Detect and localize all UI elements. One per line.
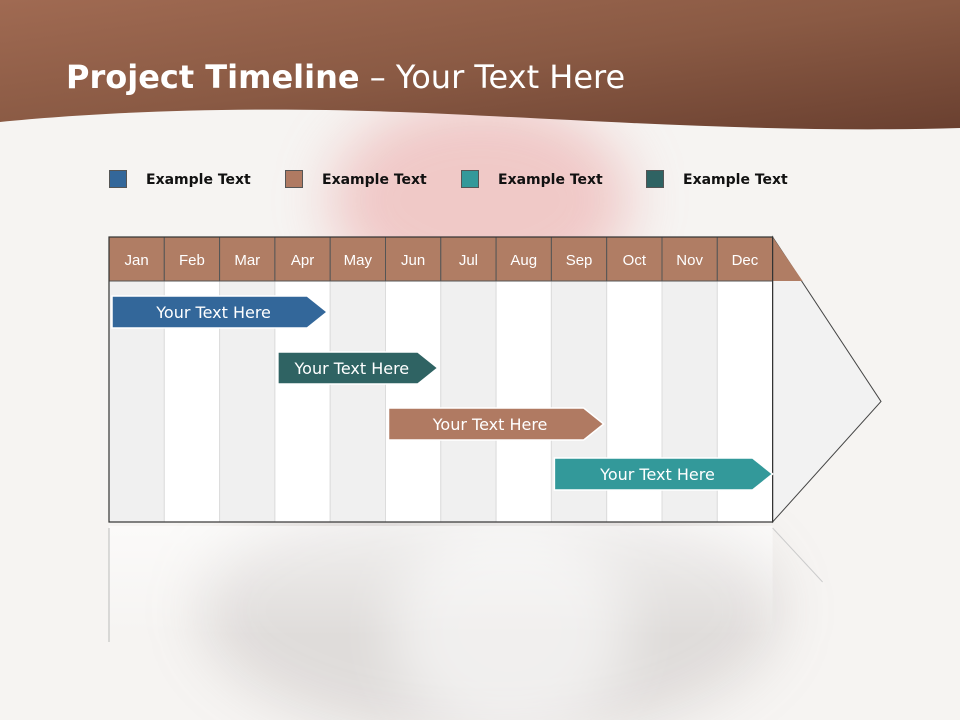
month-label-apr: Apr bbox=[291, 252, 314, 269]
month-label-may: May bbox=[344, 252, 373, 269]
timeline-reflection bbox=[108, 526, 823, 642]
legend-swatch-dark-teal bbox=[646, 170, 664, 188]
timeline-bar[interactable] bbox=[553, 457, 774, 491]
month-label-feb: Feb bbox=[179, 252, 205, 269]
timeline-bar[interactable] bbox=[387, 407, 605, 441]
month-header-cell bbox=[163, 236, 221, 282]
legend-label: Example Text bbox=[498, 172, 603, 188]
reflection-edge bbox=[772, 527, 823, 583]
title-bold: Project Timeline bbox=[66, 58, 360, 96]
arrow-header-corner bbox=[772, 237, 803, 281]
timeline-bar-label: Your Text Here bbox=[432, 415, 548, 434]
month-label-sep: Sep bbox=[566, 252, 593, 269]
legend-label: Example Text bbox=[683, 172, 788, 188]
month-column-jul bbox=[440, 280, 497, 523]
month-label-jul: Jul bbox=[459, 252, 478, 269]
month-label-dec: Dec bbox=[732, 252, 759, 269]
legend-swatch-teal bbox=[461, 170, 479, 188]
month-header-cell bbox=[329, 236, 387, 282]
month-label-aug: Aug bbox=[510, 252, 537, 269]
title-rest: – Your Text Here bbox=[359, 58, 626, 96]
timeline-month-header: Jan Feb Mar Apr May Jun Jul Aug Sep Oct Nov Dec bbox=[108, 236, 774, 523]
legend-label: Example Text bbox=[322, 172, 427, 188]
month-label-mar: Mar bbox=[234, 252, 260, 269]
month-label-jan: Jan bbox=[125, 252, 149, 269]
month-header-cell bbox=[219, 236, 276, 282]
month-label-jun: Jun bbox=[401, 252, 425, 269]
timeline-bar-label: Your Text Here bbox=[599, 465, 715, 484]
legend-swatch-brown bbox=[285, 170, 303, 188]
timeline-arrow-head bbox=[772, 235, 882, 524]
month-column-may bbox=[329, 280, 387, 523]
month-label-oct: Oct bbox=[623, 252, 647, 269]
legend-swatch-blue bbox=[109, 170, 127, 188]
month-header-cell bbox=[440, 236, 497, 282]
month-header-cell bbox=[385, 236, 442, 282]
month-header-cell bbox=[495, 236, 552, 282]
slide-title: Project Timeline – Your Text Here bbox=[66, 58, 625, 96]
timeline-bar[interactable] bbox=[277, 351, 440, 385]
timeline-bar-label: Your Text Here bbox=[155, 303, 271, 322]
timeline-frame bbox=[108, 236, 774, 523]
timeline-bar[interactable] bbox=[111, 295, 329, 329]
month-header-cell bbox=[661, 236, 718, 282]
header-band bbox=[0, 0, 960, 130]
month-column-aug bbox=[495, 280, 552, 523]
reflection-area bbox=[109, 526, 773, 636]
legend-label: Example Text bbox=[146, 172, 251, 188]
month-column-jun bbox=[385, 280, 442, 523]
month-label-nov: Nov bbox=[676, 252, 703, 269]
timeline-bar-label: Your Text Here bbox=[294, 359, 410, 378]
